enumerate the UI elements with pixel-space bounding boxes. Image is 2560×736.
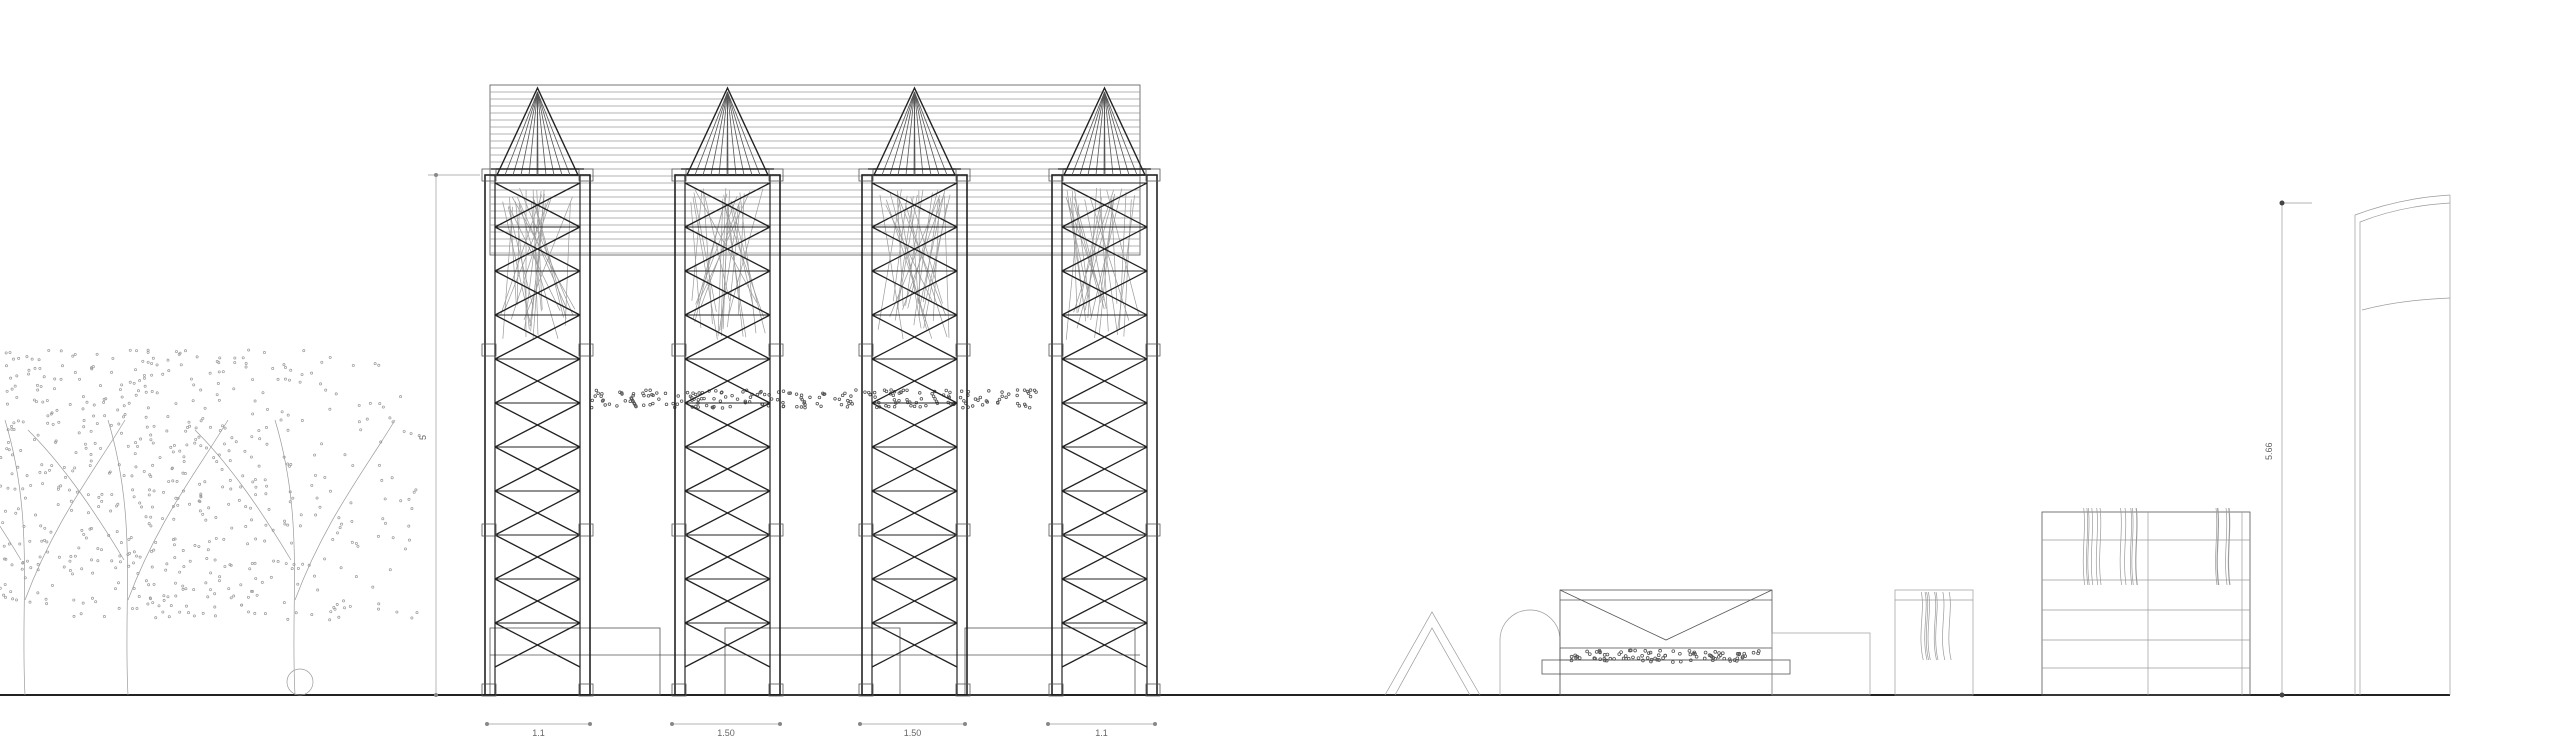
bay-width-label: 1.50 [717,728,735,736]
tower-1 [481,86,594,697]
bay-width-label: 1.1 [532,728,545,736]
background-arch [2354,194,2451,695]
street-furniture [1384,507,2251,696]
benches [489,627,1140,696]
right-height-dimension: 5.66 [2264,200,2312,698]
bay-width-label: 1.50 [904,728,922,736]
hanging-plants [589,388,1038,410]
right-height-label: 5.66 [2264,442,2274,460]
bay-width-dimensions: 1.1 1.50 1.50 1.1 [485,722,1157,736]
tower-3 [858,86,971,697]
tower-4 [1048,86,1161,697]
trees-group [0,348,421,696]
canopy-roof [489,84,1141,256]
towers-group [481,86,1161,697]
tower-2 [671,86,784,697]
left-height-dimension: 5 [418,173,480,697]
bay-width-label: 1.1 [1095,728,1108,736]
left-height-label: 5 [418,435,428,440]
